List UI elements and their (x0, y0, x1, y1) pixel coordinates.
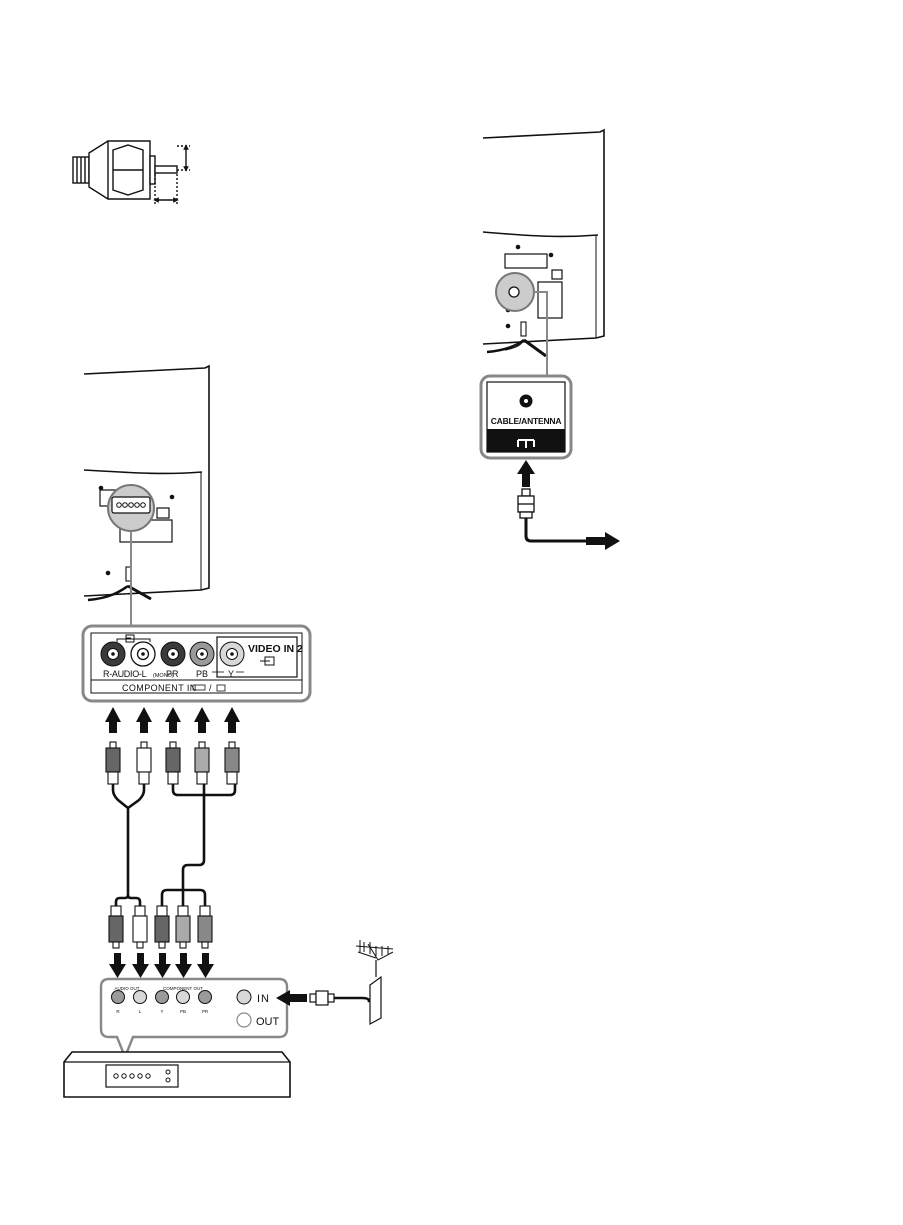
component-in-label: COMPONENT IN (122, 683, 197, 693)
tv-jack-y (220, 642, 244, 666)
rca-plugs-top (106, 742, 239, 784)
component-cable (162, 784, 235, 906)
audio-label: R-AUDIO-L (103, 669, 147, 679)
tv-jack-pb (190, 642, 214, 666)
cable-antenna-panel: CABLE/ANTENNA (481, 376, 571, 458)
arrow-right-icon (586, 532, 620, 550)
arrow-up-icon (105, 707, 240, 733)
connector-plug-icon (310, 991, 334, 1005)
y-label: Y (228, 669, 234, 679)
jack-label-y: Y (160, 1009, 163, 1014)
audio-cable (113, 784, 144, 906)
source-device (64, 1052, 290, 1097)
source-jack-r (112, 991, 125, 1004)
source-jack-l (134, 991, 147, 1004)
source-jack-in (237, 990, 251, 1004)
source-jack-pr (199, 991, 212, 1004)
wall-outlet (370, 977, 381, 1024)
arrow-down-icon (109, 953, 214, 978)
antenna-icon (356, 940, 393, 960)
video-in-label: VIDEO IN 2 (248, 643, 303, 655)
pb-label: PB (196, 669, 208, 679)
tv-component-panel: VIDEO IN 2 R-AUDIO-L (MONO) PR PB Y COMP… (83, 626, 310, 701)
source-jack-pb (177, 991, 190, 1004)
tv-rear-right (483, 130, 604, 356)
tv-rear-left (84, 366, 209, 600)
cable-antenna-label: CABLE/ANTENNA (491, 416, 562, 426)
tv-jack-l (131, 642, 155, 666)
pr-label: PR (166, 669, 179, 679)
rca-plugs-bottom (109, 906, 212, 948)
connector-plug-icon (518, 489, 534, 518)
component-jack-magnifier (108, 485, 154, 531)
source-output-panel: AUDIO OUT COMPONENT OUT R L Y PB PR IN O… (101, 979, 287, 1057)
f-connector-detail (73, 141, 190, 205)
source-jack-y (156, 991, 169, 1004)
tv-jack-pr (161, 642, 185, 666)
jack-label-pr: PR (202, 1009, 209, 1014)
source-jack-out (237, 1013, 251, 1027)
tv-jack-r (101, 642, 125, 666)
in-label: IN (257, 993, 270, 1005)
jack-label-pb: PB (180, 1009, 186, 1014)
arrow-up-icon (517, 460, 535, 487)
out-label: OUT (256, 1016, 280, 1028)
